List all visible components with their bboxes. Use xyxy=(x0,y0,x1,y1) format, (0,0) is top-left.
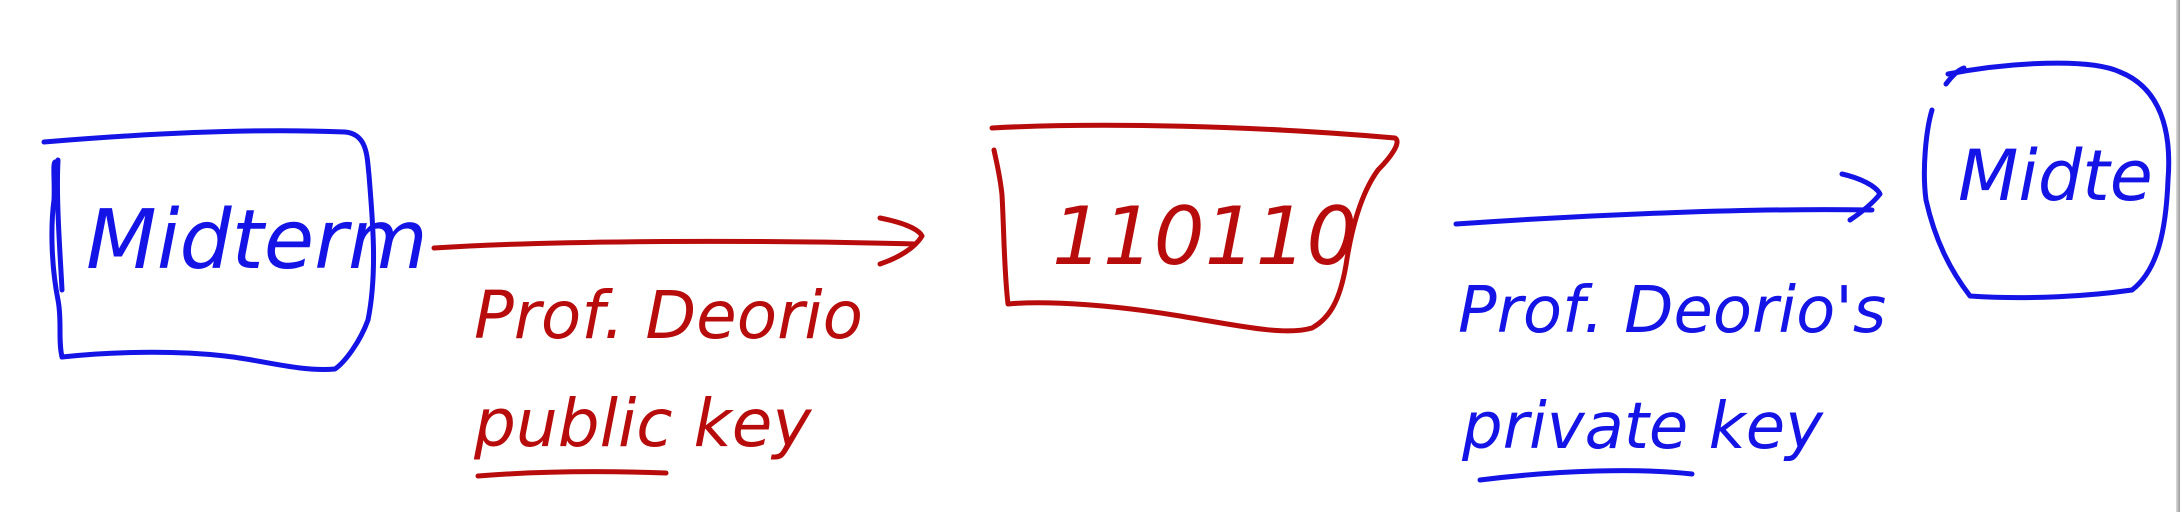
decrypt-arrow-shaft xyxy=(1453,207,1875,227)
ciphertext-label: 110110 xyxy=(1052,190,1357,283)
window-edge xyxy=(2176,0,2180,512)
result-box-top-stroke xyxy=(1943,65,1967,87)
result-label: Midte xyxy=(1958,135,2153,217)
decrypt-arrow-label-underline xyxy=(1477,468,1695,483)
encrypt-arrow-head xyxy=(877,215,925,267)
encrypt-arrow-shaft xyxy=(431,238,918,251)
plaintext-label: Midterm xyxy=(86,193,428,288)
decrypt-arrow-label-key-type: private key xyxy=(1461,390,1824,464)
ciphertext-box-outline xyxy=(989,122,1400,334)
encrypt-arrow-label-key-type: public key xyxy=(473,385,812,462)
decrypt-arrow-label-key-owner: Prof. Deorio's xyxy=(1458,274,1886,348)
decrypt-arrow: Prof. Deorio's private key xyxy=(1453,171,1886,483)
plaintext-box: Midterm xyxy=(41,128,428,372)
ciphertext-box: 110110 xyxy=(989,122,1400,334)
encrypt-arrow-label-underline xyxy=(475,469,669,479)
plaintext-box-outline xyxy=(41,128,377,372)
result-box-outline xyxy=(1921,60,2172,301)
plaintext-box-left-stroke xyxy=(54,157,65,293)
encrypt-arrow-label-key-owner: Prof. Deorio xyxy=(474,277,863,354)
encrypt-arrow: Prof. Deorio public key xyxy=(431,215,925,479)
decrypt-arrow-head xyxy=(1839,171,1883,223)
result-box: Midte xyxy=(1921,60,2172,301)
